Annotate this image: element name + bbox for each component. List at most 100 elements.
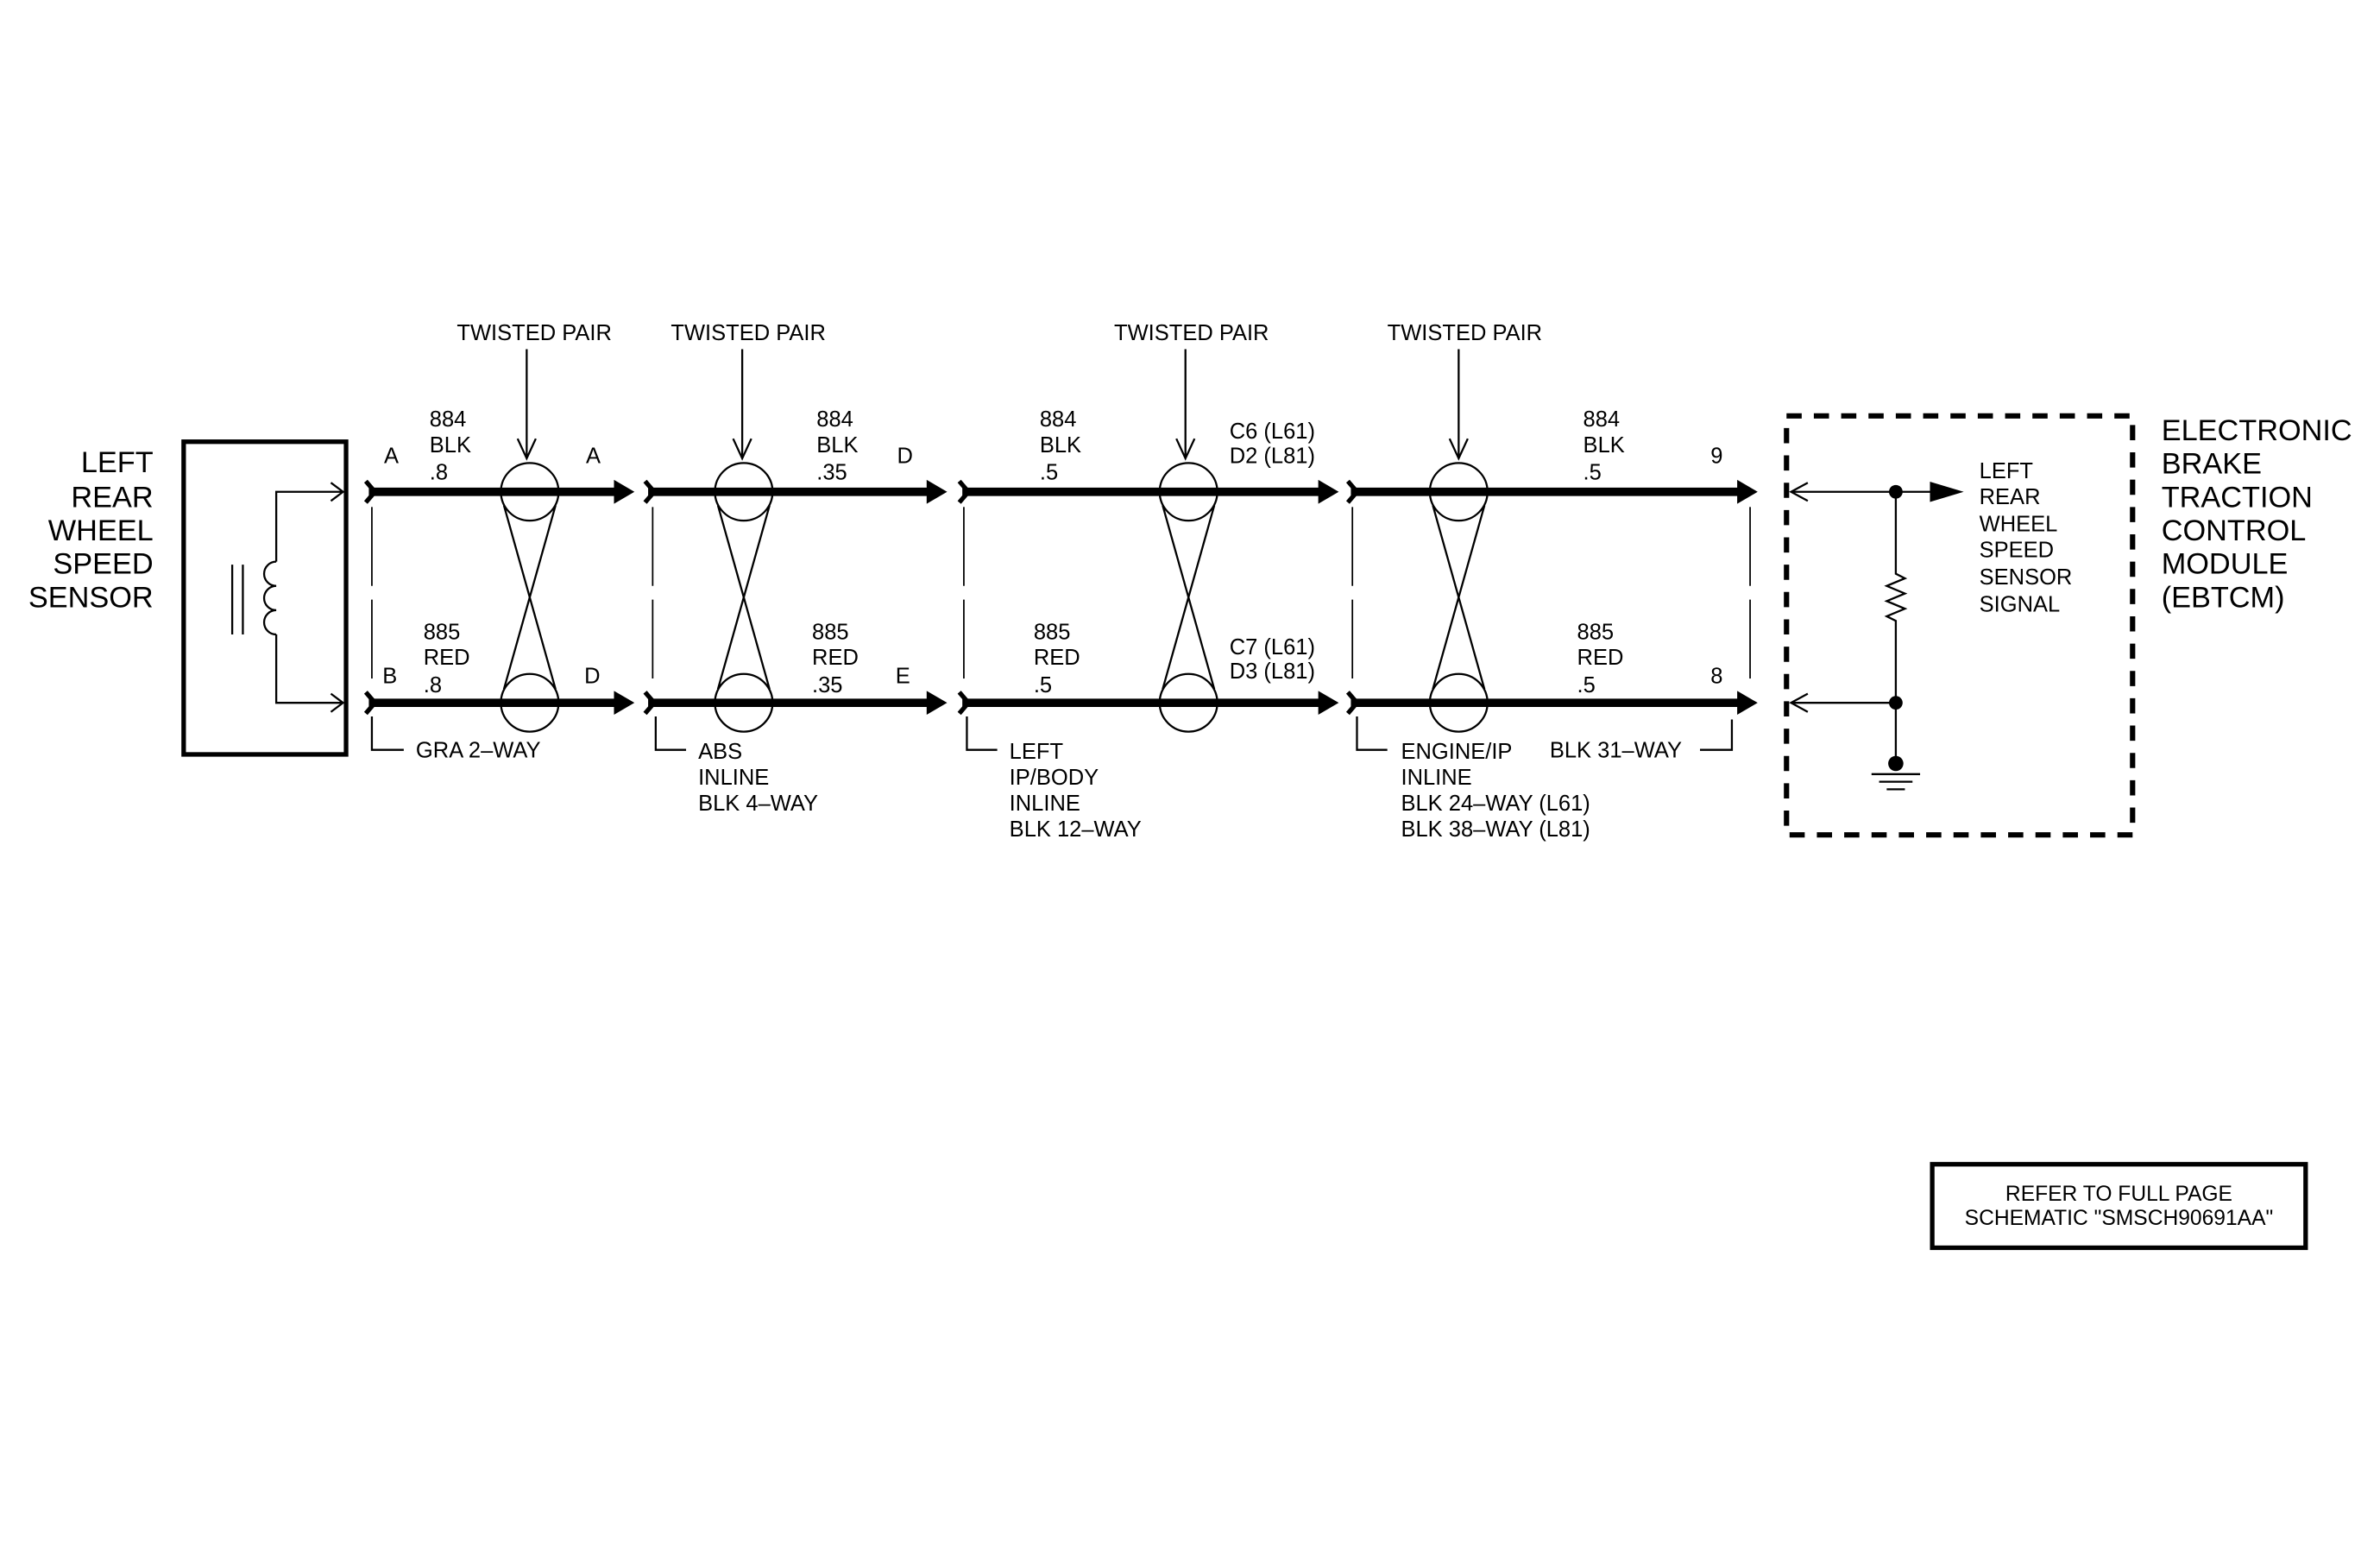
connector-pin: A (586, 444, 601, 468)
connector-pin: D (584, 664, 600, 688)
wire-color: RED (1577, 646, 1624, 670)
twist-loop-top (1428, 462, 1489, 522)
wire-arrow-icon (1318, 691, 1339, 716)
connector-label-line: ABS (698, 740, 742, 764)
wire-chevron-icon (1345, 479, 1360, 504)
wire-size: .5 (1577, 673, 1596, 697)
twisted-pair-label: TWISTED PAIR (1114, 321, 1269, 345)
connector-label-line: ENGINE/IP (1401, 740, 1512, 764)
junction-dot (1888, 696, 1903, 710)
wire-segment-3: TWISTED PAIR 884 BLK .5 885 RED .5 C6 (L… (957, 321, 1339, 733)
wire-color: BLK (1040, 433, 1081, 458)
twist-loop-bottom (714, 672, 774, 733)
connector-label-1: GRA 2–WAY (370, 716, 541, 762)
wire-circuit-number: 885 (424, 620, 461, 644)
wire-arrow-icon (1737, 479, 1758, 504)
wire-chevron-icon (957, 479, 972, 504)
module-terminal-arrow-icon (1789, 692, 1809, 713)
connector-label-4: ENGINE/IP INLINE BLK 24–WAY (L61) BLK 38… (1356, 716, 1590, 842)
wire-circuit-number: 884 (430, 407, 467, 432)
connector-bracket (1700, 719, 1734, 751)
wire-size: .8 (430, 461, 448, 485)
wire-size: .35 (816, 461, 847, 485)
wire-size: .5 (1034, 673, 1052, 697)
wire-size: .8 (424, 673, 442, 697)
wire-chevron-icon (363, 691, 378, 716)
connector-label-line: INLINE (1010, 792, 1080, 816)
connector-label-3: LEFT IP/BODY INLINE BLK 12–WAY (966, 716, 1142, 842)
connector-label-line: LEFT (1010, 740, 1063, 764)
twist-loop-top (1158, 462, 1218, 522)
module-label-line: TRACTION (2162, 481, 2313, 514)
connector-bracket (370, 716, 404, 751)
wire-circuit-number: 884 (816, 407, 853, 432)
note-line: REFER TO FULL PAGE (2005, 1183, 2232, 1206)
connector-bracket (966, 716, 998, 751)
twist-cross-line (716, 505, 771, 690)
wire-color: RED (1034, 646, 1080, 670)
module-label-line: (EBTCM) (2162, 581, 2285, 614)
wire-arrow-icon (926, 479, 948, 504)
reference-note: REFER TO FULL PAGE SCHEMATIC "SMSCH90691… (1930, 1162, 2308, 1251)
connector-label-2: ABS INLINE BLK 4–WAY (654, 716, 818, 816)
connector-pin: C7 (L61) (1230, 635, 1315, 659)
connector-pin: B (382, 664, 397, 688)
sensor-lead-bottom (274, 634, 342, 704)
twist-loop-bottom (500, 672, 560, 733)
twist-loop-top (714, 462, 774, 522)
twist-loop-bottom (1158, 672, 1218, 733)
connector-label-line: BLK 4–WAY (698, 792, 818, 816)
connector-pin: D3 (L81) (1230, 659, 1315, 684)
pointer-arrow-icon (1175, 438, 1196, 461)
wire-circuit-number: 884 (1040, 407, 1077, 432)
connector-pin: A (384, 444, 399, 468)
connector-bracket (1356, 716, 1388, 751)
ebtcm-module: LEFT REAR WHEEL SPEED SENSOR SIGNAL ELEC… (1784, 413, 2352, 838)
sensor-coil-icon (262, 560, 277, 636)
connector-label-line: BLK 38–WAY (L81) (1401, 817, 1590, 842)
ground-dot (1888, 755, 1904, 772)
twisted-pair-label: TWISTED PAIR (671, 321, 825, 345)
signal-label-line: REAR (1980, 485, 2041, 509)
wire-circuit-number: 885 (812, 620, 849, 644)
module-terminal-arrow-icon (1789, 482, 1809, 502)
signal-label-line: WHEEL (1980, 512, 2058, 536)
connector-label-5: BLK 31–WAY (1550, 719, 1734, 762)
resistor-icon (1884, 491, 1908, 764)
sensor-housing-box (181, 439, 349, 757)
wire-chevron-icon (643, 691, 658, 716)
wire-arrow-icon (1737, 691, 1758, 716)
pointer-arrow-icon (1448, 438, 1469, 461)
module-label-line: CONTROL (2162, 514, 2307, 547)
wire-color: BLK (430, 433, 471, 458)
wire-circuit-number: 885 (1034, 620, 1071, 644)
pointer-arrow-icon (516, 438, 537, 461)
connector-pin: E (896, 664, 910, 688)
twisted-pair-label: TWISTED PAIR (456, 321, 611, 345)
sensor-terminal-arrow-icon (330, 482, 345, 502)
signal-arrow-icon (1930, 482, 1964, 502)
wire-color: BLK (816, 433, 858, 458)
module-label-line: MODULE (2162, 548, 2289, 581)
wire-size: .5 (1584, 461, 1602, 485)
wire-chevron-icon (363, 479, 378, 504)
wire-circuit-number: 884 (1584, 407, 1621, 432)
connector-label-line: BLK 12–WAY (1010, 817, 1142, 842)
sensor-label-line: REAR (71, 481, 153, 514)
reference-note-box (1930, 1162, 2308, 1251)
connector-label-line: BLK 24–WAY (L61) (1401, 792, 1590, 816)
module-dashed-box (1784, 413, 2136, 838)
sensor-terminal-arrow-icon (330, 692, 345, 713)
twist-cross-line (1162, 505, 1216, 690)
sensor-label-line: SENSOR (28, 581, 154, 614)
connector-label-line: INLINE (698, 766, 769, 790)
connector-pin: D (897, 444, 913, 468)
connector-pin: 8 (1710, 664, 1722, 688)
signal-label-line: LEFT (1980, 459, 2033, 483)
wire-chevron-icon (1345, 691, 1360, 716)
connector-label-line: GRA 2–WAY (416, 738, 541, 762)
wire-arrow-icon (926, 691, 948, 716)
wheel-speed-sensor: LEFT REAR WHEEL SPEED SENSOR (28, 439, 349, 757)
wire-size: .35 (812, 673, 842, 697)
